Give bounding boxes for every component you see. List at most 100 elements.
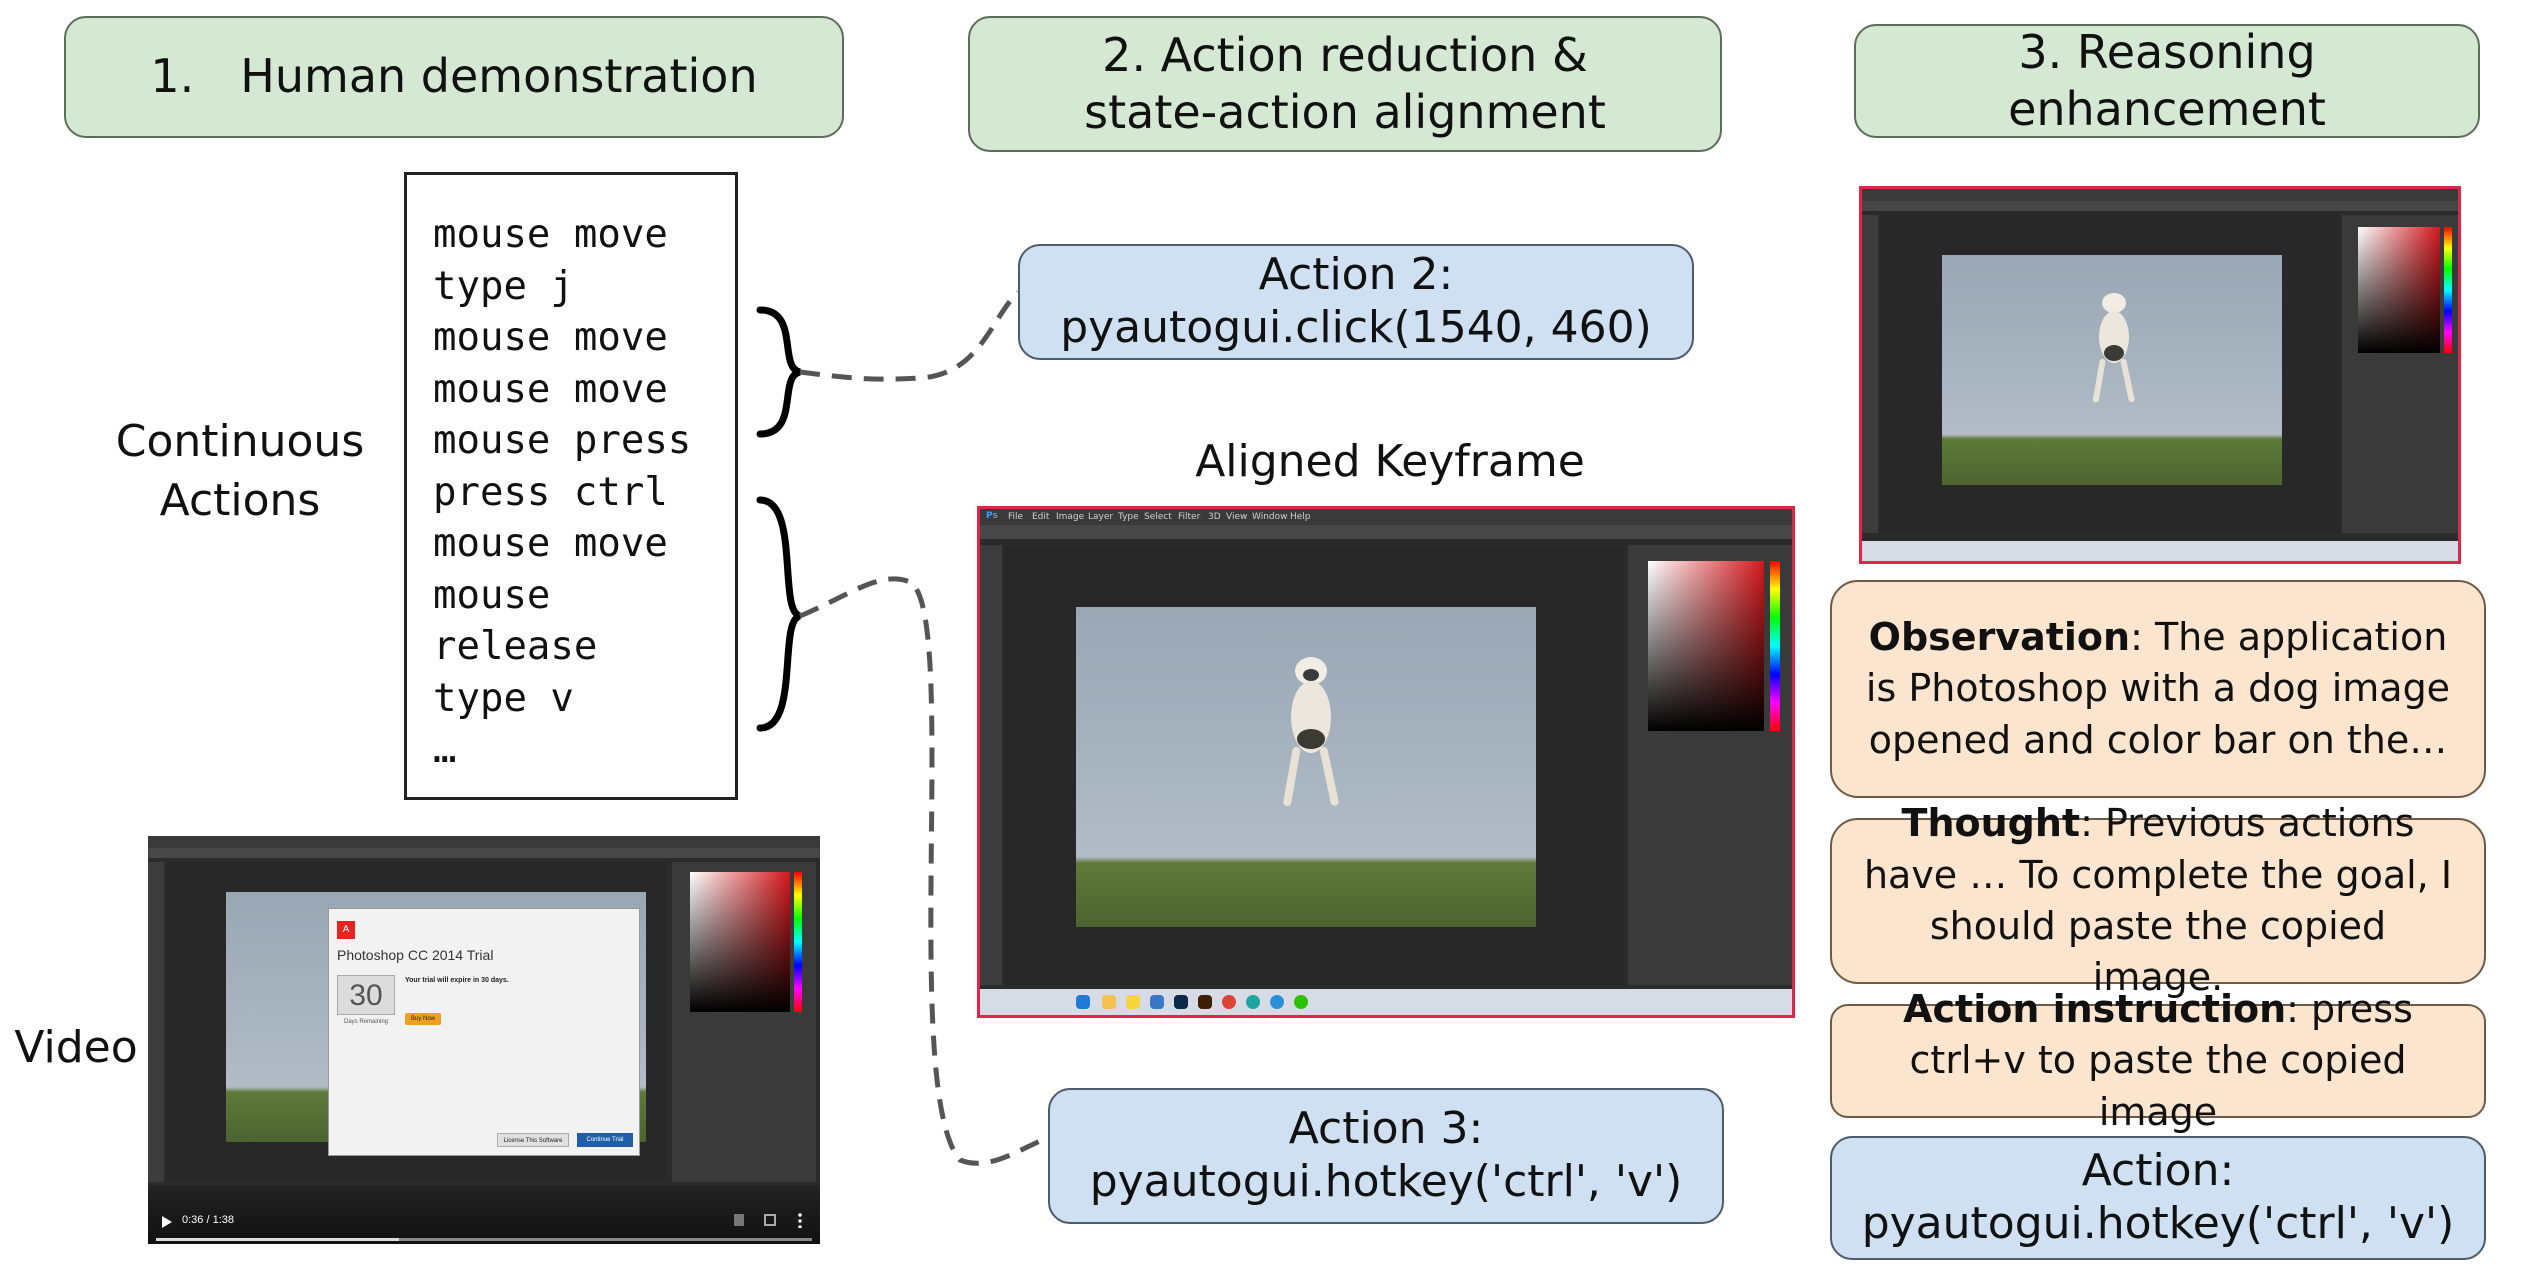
video-label: Video [6,1018,146,1077]
step3-header: 3. Reasoning enhancement [1854,24,2480,138]
continue-trial-button[interactable]: Continue Trial [577,1133,633,1147]
taskbar-folder-icon [1102,995,1116,1009]
video-player: A Photoshop CC 2014 Trial 30 Days Remain… [148,836,820,1244]
video-label-text: Video [14,1022,138,1073]
dog-figure-small [2092,293,2135,403]
action-line: release [433,624,598,669]
continuous-actions-label-line1: Continuous [115,416,365,467]
action-instruction-text: : press ctrl+v to paste the copied image [1909,987,2413,1134]
action-line: mouse move [433,521,668,566]
final-action-box: Action: pyautogui.hotkey('ctrl', 'v') [1830,1136,2486,1260]
action-line: mouse [433,572,551,618]
days-remaining-box: 30 [337,975,395,1015]
ps-menu-image: Image [1056,512,1085,522]
taskbar-notes-icon [1126,995,1140,1009]
dog-figure [1283,657,1339,807]
ps-canvas-area-small [1880,215,2340,533]
ps-options-bar-small [1862,201,2458,211]
taskbar-illustrator-icon [1198,995,1212,1009]
step2-header: 2. Action reduction & state-action align… [968,16,1722,152]
video-ps-options-bar [148,848,820,858]
ps-menu-view: View [1226,512,1248,522]
taskbar-chrome-icon [1222,995,1236,1009]
observation-box: Observation: The application is Photosho… [1830,580,2486,798]
continue-trial-button-label: Continue Trial [586,1137,624,1143]
play-icon[interactable] [162,1216,172,1228]
video-ps-panels [672,862,816,1182]
windows-taskbar [980,989,1792,1015]
action2-code: pyautogui.click(1540, 460) [1060,302,1652,353]
aligned-keyframe-label: Aligned Keyframe [1140,432,1640,491]
trial-dialog-title: Photoshop CC 2014 Trial [337,947,494,963]
ps-logo: Ps [986,511,998,521]
action-line: mouse press [433,418,692,463]
action-line: type j [433,263,574,309]
trial-dialog: A Photoshop CC 2014 Trial 30 Days Remain… [328,908,640,1156]
thought-content: Thought: Previous actions have … To comp… [1862,798,2454,1003]
ps-hue-bar [1770,561,1780,731]
ps-menu-layer: Layer [1088,512,1114,522]
continuous-actions-list: mouse move type j mouse move mouse move … [404,172,738,800]
action3-code: pyautogui.hotkey('ctrl', 'v') [1089,1156,1683,1207]
ps-hue-bar-small [2444,227,2452,353]
ps-menu-type: Type [1118,512,1139,522]
brace-lower [756,496,802,732]
video-hue-bar [794,872,802,1012]
ps-right-panels-small [2342,215,2458,533]
observation-text: : The application is Photoshop with a do… [1865,615,2451,762]
video-progress-fill [156,1238,399,1241]
video-progress-track[interactable] [156,1238,812,1241]
step2-header-line2: state-action alignment [1084,85,1606,139]
thought-text: : Previous actions have … To complete th… [1863,801,2453,1000]
dog-photo [1076,607,1536,927]
ps-tool-strip-small [1862,215,1878,533]
taskbar-photoshop-icon [1174,995,1188,1009]
volume-icon[interactable] [734,1214,744,1226]
days-remaining-number: 30 [349,979,383,1012]
buy-now-button-label: Buy Now [410,1016,435,1022]
ps-menubar: Ps File Edit Image Layer Type Select Fil… [980,509,1792,525]
taskbar-app2-icon [1270,995,1284,1009]
action-line: press ctrl [433,469,668,515]
video-ps-menubar [148,836,820,848]
observation-content: Observation: The application is Photosho… [1862,612,2454,766]
action-instruction-content: Action instruction: press ctrl+v to past… [1862,984,2454,1138]
continuous-actions-label: Continuous Actions [100,412,380,531]
trial-message: Your trial will expire in 30 days. [405,977,509,984]
ps-menu-window: Window [1252,512,1288,522]
aligned-keyframe-screenshot: Ps File Edit Image Layer Type Select Fil… [977,506,1795,1018]
days-remaining-caption: Days Remaining [343,1019,389,1025]
action3-box: Action 3: pyautogui.hotkey('ctrl', 'v') [1048,1088,1724,1224]
dog-photo-small [1942,255,2282,485]
step1-header: 1. Human demonstration [64,16,844,138]
reasoning-screenshot [1859,186,2461,564]
observation-label: Observation [1868,615,2131,660]
ps-menu-help: Help [1290,512,1311,522]
action-instruction-label: Action instruction [1903,987,2287,1032]
action2-title: Action 2: [1258,249,1454,301]
ps-right-panels [1628,545,1792,985]
action-line: mouse move [433,212,668,257]
action-line: type v [433,675,574,721]
buy-now-button[interactable]: Buy Now [405,1013,441,1025]
ps-color-picker-small [2358,227,2440,353]
license-button-label: License This Software [503,1138,563,1144]
action2-box: Action 2: pyautogui.click(1540, 460) [1018,244,1694,360]
thought-box: Thought: Previous actions have … To comp… [1830,801,2486,999]
ps-menu-edit: Edit [1032,512,1050,522]
more-icon[interactable] [798,1212,802,1228]
action3-title: Action 3: [1288,1103,1484,1155]
fullscreen-icon[interactable] [764,1214,776,1226]
ps-color-picker [1648,561,1764,731]
video-ps-tool-strip [148,862,164,1182]
aligned-keyframe-label-text: Aligned Keyframe [1195,436,1585,487]
ps-menu-file: File [1008,512,1024,522]
video-time: 0:36 / 1:38 [182,1214,234,1226]
video-controls-bar: 0:36 / 1:38 [148,1186,820,1244]
adobe-logo: A [337,921,355,939]
taskbar-wechat-icon [1294,995,1308,1009]
ps-options-bar [980,525,1792,539]
license-button[interactable]: License This Software [497,1133,569,1147]
thought-label: Thought [1901,801,2081,846]
brace-upper [756,306,802,438]
